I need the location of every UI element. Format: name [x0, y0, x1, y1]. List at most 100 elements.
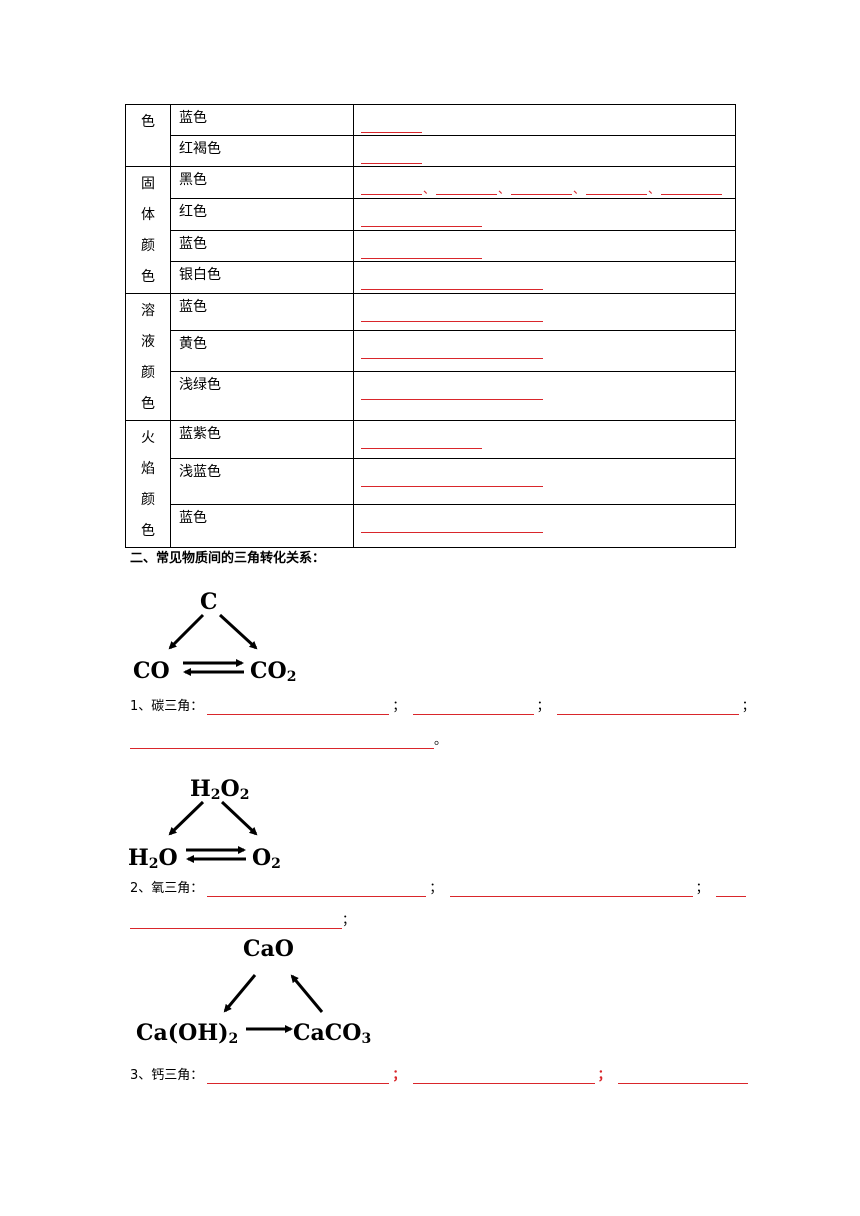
- color-name-cell: 浅蓝色: [170, 457, 354, 505]
- answer-cell: [353, 135, 736, 167]
- answer-blank[interactable]: [361, 447, 482, 449]
- calcium-right-label: CaCO3: [293, 1020, 371, 1047]
- table-row: 蓝色: [126, 503, 736, 549]
- color-name-cell: 蓝色: [170, 293, 354, 331]
- calcium-blank-1[interactable]: [207, 1071, 390, 1084]
- arrow-c-to-co: [168, 613, 205, 650]
- color-table: 色蓝色红褐色固体颜色黑色、、、、红色蓝色银白色溶液颜色蓝色黄色浅绿色火焰颜色蓝紫…: [125, 104, 736, 549]
- category-char: 色: [141, 114, 155, 130]
- calcium-answer-label: 3、钙三角：: [130, 1068, 204, 1083]
- answer-blank[interactable]: [361, 531, 543, 533]
- carbon-blank-1[interactable]: [207, 702, 390, 715]
- table-row: 银白色: [126, 261, 736, 294]
- table-row: 浅蓝色: [126, 457, 736, 505]
- carbon-blank-2[interactable]: [412, 702, 534, 715]
- category-char: 颜: [141, 492, 155, 508]
- oxygen-blank-2[interactable]: [449, 884, 693, 897]
- oxygen-answer-row-2: ；: [130, 913, 355, 929]
- table-row: 红色: [126, 197, 736, 231]
- category-char: 体: [141, 207, 155, 223]
- answer-blank[interactable]: [511, 193, 573, 195]
- table-row: 浅绿色: [126, 370, 736, 422]
- calcium-left-label: Ca(OH)2: [136, 1020, 238, 1047]
- category-char: 溶: [141, 303, 155, 319]
- arrow-cao-to-caoh2: [223, 974, 257, 1013]
- oxygen-top-label: H2O2: [190, 776, 249, 803]
- answer-blank[interactable]: [361, 357, 543, 359]
- arrow-caco3-to-cao: [290, 974, 324, 1013]
- calcium-blank-3[interactable]: [617, 1071, 748, 1084]
- carbon-answer-row-2: 。: [130, 733, 447, 749]
- category-cell: 固体颜色: [125, 166, 171, 294]
- answer-blank[interactable]: [361, 485, 543, 487]
- blank-separator: 、: [648, 182, 661, 196]
- answer-blank[interactable]: [436, 193, 498, 195]
- color-name-cell: 黄色: [170, 329, 354, 372]
- calcium-top-label: CaO: [243, 936, 294, 962]
- carbon-right-label: CO2: [250, 658, 296, 685]
- answer-blank[interactable]: [361, 162, 422, 164]
- category-char: 色: [141, 269, 155, 285]
- answer-blank[interactable]: [361, 288, 543, 291]
- answer-cell: [353, 329, 736, 372]
- carbon-answer-label: 1、碳三角：: [130, 699, 204, 714]
- category-cell: 溶液颜色: [125, 293, 171, 421]
- oxygen-answer-label: 2、氧三角：: [130, 881, 204, 896]
- answer-blank[interactable]: [361, 131, 422, 133]
- color-name-cell: 蓝色: [170, 229, 354, 263]
- answer-blank[interactable]: [361, 225, 482, 227]
- blank-separator: 、: [423, 182, 436, 196]
- color-name-cell: 蓝色: [170, 104, 354, 136]
- category-char: 色: [141, 396, 155, 412]
- category-char: 焰: [141, 461, 155, 477]
- oxygen-blank-3[interactable]: [715, 884, 746, 897]
- color-name-cell: 红色: [170, 197, 354, 231]
- color-name-cell: 蓝色: [170, 503, 354, 549]
- oxygen-right-label: O2: [252, 845, 281, 872]
- table-row: 溶液颜色蓝色: [125, 293, 736, 421]
- section-heading: 二、常见物质间的三角转化关系：: [130, 551, 326, 566]
- answer-blank[interactable]: [586, 193, 648, 195]
- oxygen-answer-row: 2、氧三角： ； ；: [130, 881, 746, 897]
- category-char: 液: [141, 334, 155, 350]
- carbon-triangle: C CO CO2: [133, 589, 296, 685]
- blank-separator: 、: [498, 182, 511, 196]
- answer-cell: [353, 420, 736, 459]
- calcium-triangle: CaO Ca(OH)2 CaCO3: [136, 936, 371, 1047]
- category-cell: 色: [125, 104, 171, 167]
- carbon-answer-row: 1、碳三角： ； ； ；: [130, 699, 755, 715]
- carbon-blank-4[interactable]: [130, 736, 434, 749]
- answer-blank[interactable]: [361, 193, 422, 195]
- answer-cell: [353, 457, 736, 505]
- category-char: 火: [141, 430, 155, 446]
- color-name-cell: 浅绿色: [170, 370, 354, 422]
- oxygen-triangle: H2O2 H2O O2: [128, 776, 281, 872]
- answer-blank[interactable]: [361, 320, 543, 322]
- answer-cell: [353, 293, 736, 331]
- carbon-blank-3[interactable]: [556, 702, 739, 715]
- oxygen-left-label: H2O: [128, 845, 178, 872]
- category-char: 固: [141, 176, 155, 192]
- answer-blank[interactable]: [361, 398, 543, 400]
- carbon-top-label: C: [200, 589, 218, 615]
- calcium-answer-row: 3、钙三角： ； ；: [130, 1068, 748, 1084]
- answer-blank[interactable]: [361, 257, 482, 259]
- calcium-blank-2[interactable]: [412, 1071, 595, 1084]
- carbon-left-label: CO: [133, 658, 170, 684]
- answer-cell: [353, 261, 736, 294]
- arrow-h2o2-to-o2: [220, 800, 258, 836]
- blank-separator: 、: [573, 182, 586, 196]
- table-row: 黄色: [126, 329, 736, 372]
- answer-blank[interactable]: [661, 193, 723, 195]
- category-char: 颜: [141, 238, 155, 254]
- table-row: 红褐色: [126, 135, 736, 167]
- category-char: 色: [141, 523, 155, 539]
- answer-cell: [353, 370, 736, 422]
- table-row: 固体颜色黑色、、、、: [125, 166, 736, 294]
- oxygen-blank-1[interactable]: [207, 884, 427, 897]
- category-char: 颜: [141, 365, 155, 381]
- arrow-c-to-co2: [218, 613, 258, 650]
- oxygen-blank-4[interactable]: [130, 916, 342, 929]
